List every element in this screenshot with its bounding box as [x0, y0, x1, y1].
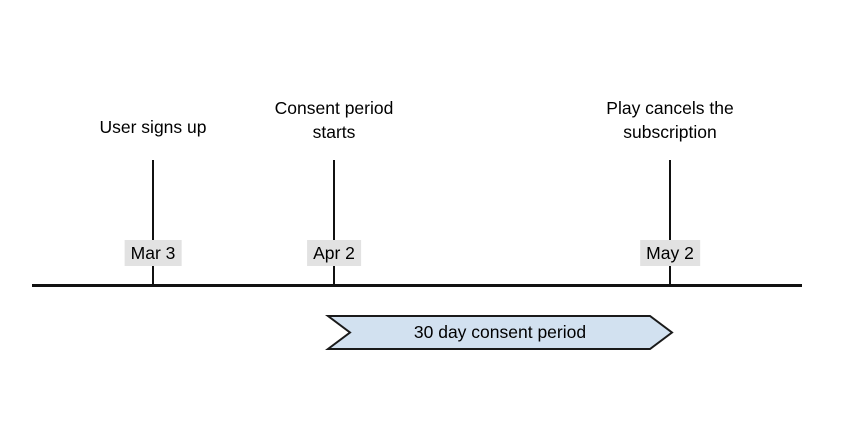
event-stem-consent-start — [333, 160, 335, 286]
banner-arrow-shape — [325, 315, 674, 350]
event-date-chip-play-cancel: May 2 — [640, 240, 700, 266]
event-caption-signup: User signs up — [99, 117, 207, 137]
event-caption-play-cancel: Play cancels the subscription — [606, 98, 734, 142]
timeline-axis — [32, 284, 802, 287]
event-stem-signup — [152, 160, 154, 286]
event-date-chip-consent-start: Apr 2 — [307, 240, 361, 266]
event-caption-consent-start: Consent period starts — [274, 98, 394, 142]
event-date-chip-signup: Mar 3 — [124, 240, 182, 266]
consent-period-banner: 30 day consent period — [325, 315, 674, 350]
event-stem-play-cancel — [669, 160, 671, 286]
